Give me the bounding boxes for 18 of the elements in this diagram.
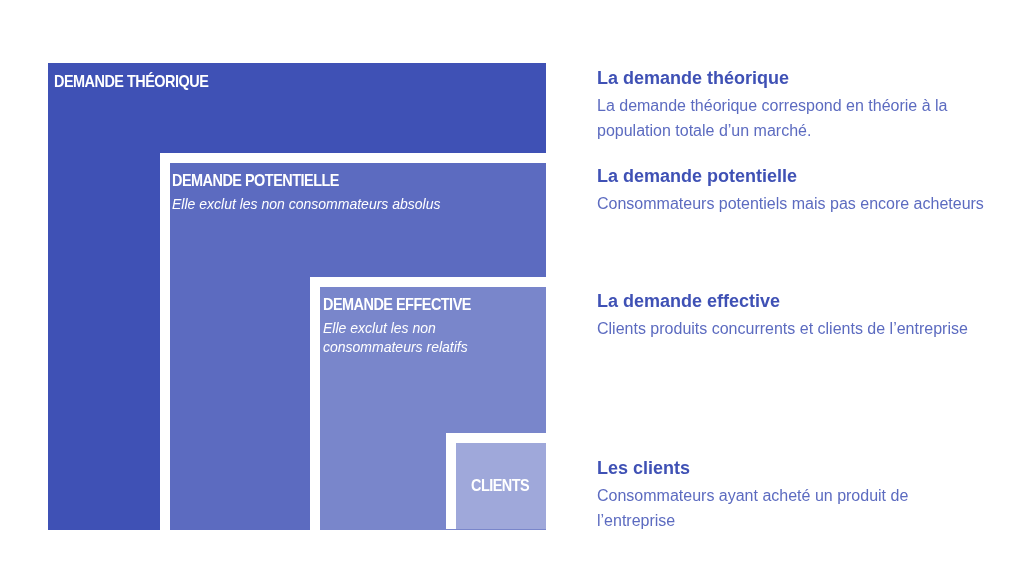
description-heading: Les clients (597, 458, 692, 479)
description-text: La demande théorique correspond en théorie à la population totale d’un marché. (597, 96, 949, 141)
box-heading: CLIENTS (471, 476, 530, 496)
effective-demand-box (310, 277, 546, 530)
description-text: Clients produits concurrents et clients de l’entreprise (597, 319, 969, 339)
description-heading: La demande théorique (597, 68, 791, 89)
theoretical-demand-box (48, 63, 546, 530)
box-heading: DEMANDE POTENTIELLE (172, 171, 339, 191)
description-heading: La demande potentielle (597, 166, 799, 187)
clients-box (446, 433, 546, 529)
description-text: Consommateurs potentiels mais pas encore acheteurs (597, 194, 985, 214)
box-heading: DEMANDE EFFECTIVE (323, 295, 471, 315)
description-text: Consommateurs ayant acheté un produit de l’entreprise (597, 486, 910, 531)
box-description: Elle exclut les non consommateurs absolus (172, 195, 442, 214)
box-heading: DEMANDE THÉORIQUE (54, 72, 209, 92)
potential-demand-box (160, 153, 546, 530)
box-description: Elle exclut les non consommateurs relatifs (323, 319, 469, 357)
description-heading: La demande effective (597, 291, 782, 312)
